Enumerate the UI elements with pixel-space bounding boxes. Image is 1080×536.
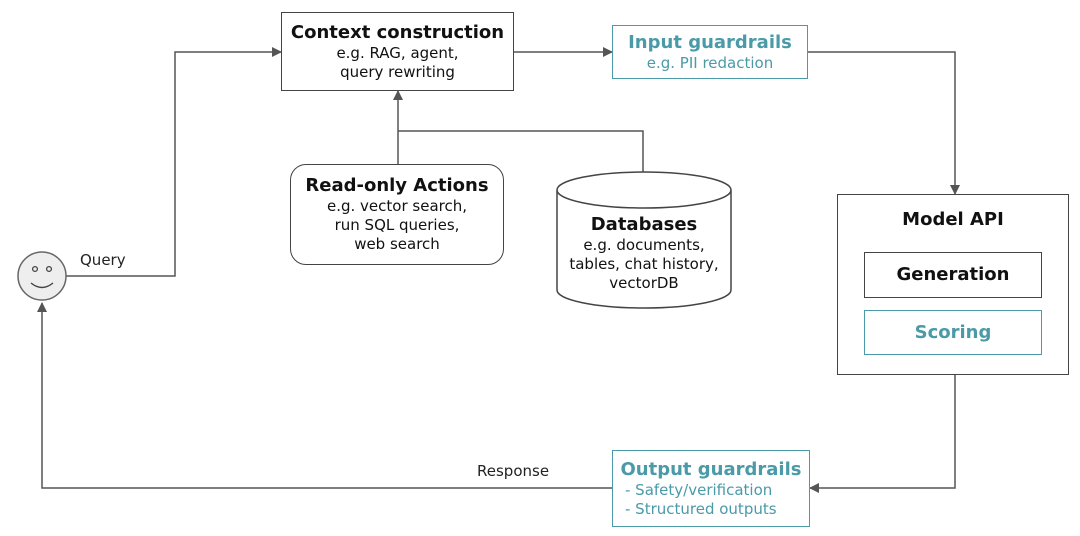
query-arrow (66, 47, 282, 277)
generation-box: Generation (864, 252, 1042, 298)
context-line-1: e.g. RAG, agent, (336, 43, 459, 62)
context-line-2: query rewriting (340, 62, 455, 81)
response-label: Response (477, 462, 550, 480)
model-api-title: Model API (902, 209, 1004, 230)
input-guardrails-title: Input guardrails (628, 31, 792, 53)
databases-line-1: e.g. documents, (583, 235, 705, 254)
input-guardrails-box: Input guardrails e.g. PII redaction (612, 25, 808, 79)
output-guardrails-line-1: - Safety/verification (625, 480, 773, 499)
read-only-actions-box: Read-only Actions e.g. vector search, ru… (290, 164, 504, 265)
databases-line-3: vectorDB (609, 273, 679, 292)
actions-title: Read-only Actions (305, 175, 489, 196)
smiley-face-icon (17, 251, 67, 301)
model-to-output-arrow (809, 375, 956, 493)
databases-line-2: tables, chat history, (569, 254, 719, 273)
scoring-label: Scoring (914, 321, 992, 343)
generation-label: Generation (896, 264, 1010, 285)
input-guardrails-line-1: e.g. PII redaction (646, 53, 774, 72)
output-guardrails-line-2: - Structured outputs (625, 499, 777, 518)
databases-title: Databases (590, 213, 698, 235)
actions-line-1: e.g. vector search, (327, 197, 467, 215)
output-guardrails-box: Output guardrails - Safety/verification … (612, 450, 810, 527)
response-arrow (37, 302, 612, 489)
context-construction-box: Context construction e.g. RAG, agent, qu… (281, 12, 514, 91)
output-guardrails-title: Output guardrails (620, 458, 802, 480)
input-to-model-arrow (808, 51, 960, 195)
databases-text: Databases e.g. documents, tables, chat h… (557, 208, 731, 298)
query-label: Query (80, 251, 126, 269)
scoring-box: Scoring (864, 310, 1042, 355)
databases-cylinder (556, 171, 732, 309)
context-title: Context construction (290, 21, 505, 43)
actions-line-2: run SQL queries, (334, 216, 460, 234)
actions-line-3: web search (354, 235, 440, 253)
databases-connector (398, 130, 644, 172)
